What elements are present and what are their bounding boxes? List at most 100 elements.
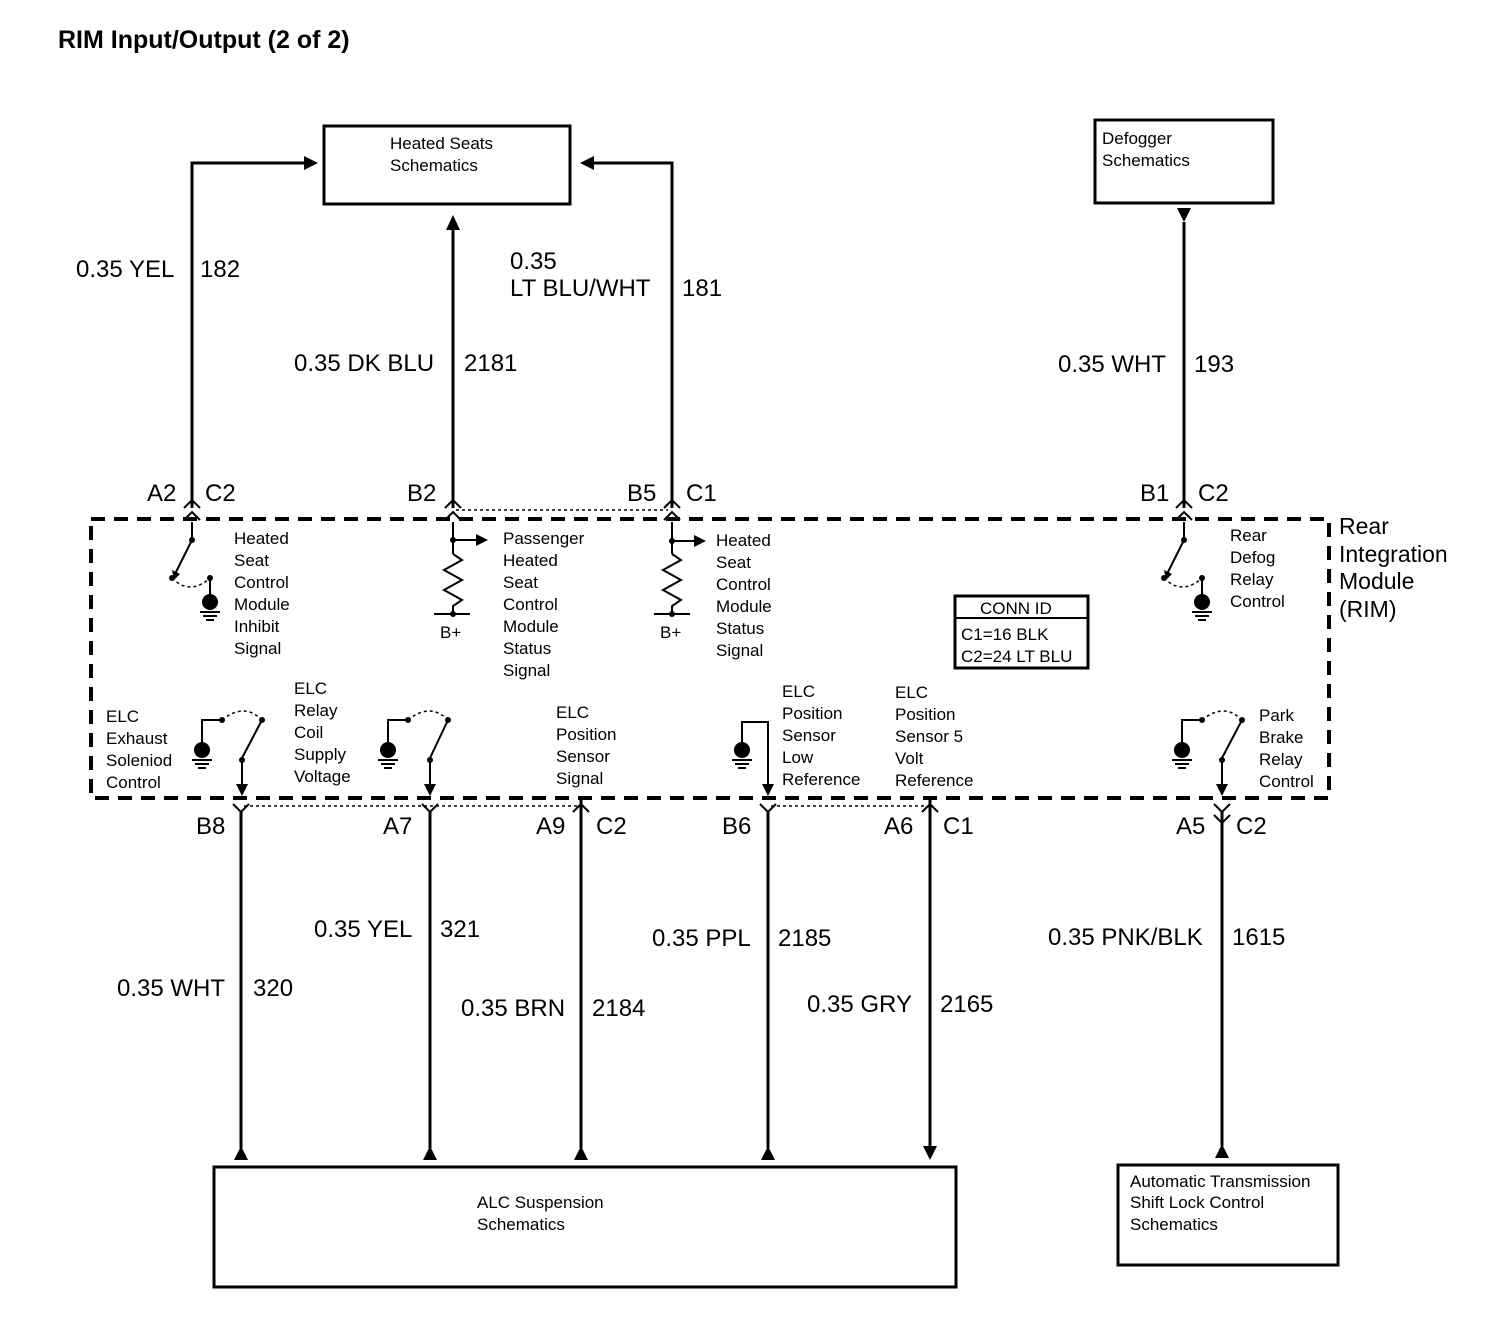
- svg-text:Relay: Relay: [1230, 570, 1274, 589]
- park-brake-label: Park Brake Relay Control: [1259, 706, 1314, 791]
- svg-text:Control: Control: [106, 773, 161, 792]
- seat-module-status-circuit: B+: [654, 522, 706, 642]
- svg-text:Coil: Coil: [294, 723, 323, 742]
- svg-text:A9: A9: [536, 813, 565, 840]
- wire-182: 0.35 YEL 182 A2 C2: [76, 156, 318, 521]
- svg-text:321: 321: [440, 916, 480, 943]
- rim-module-label: Rear Integration Module (RIM): [1339, 513, 1448, 622]
- svg-text:Module: Module: [716, 597, 772, 616]
- svg-text:Signal: Signal: [716, 641, 763, 660]
- svg-text:Reference: Reference: [782, 770, 860, 789]
- svg-text:Signal: Signal: [234, 639, 281, 658]
- wire-2181: 0.35 DK BLU 2181 B2: [294, 215, 517, 521]
- relay-coil-label: ELC Relay Coil Supply Voltage: [294, 679, 351, 786]
- svg-text:320: 320: [253, 975, 293, 1002]
- svg-text:Relay: Relay: [1259, 750, 1303, 769]
- page-title: RIM Input/Output (2 of 2): [58, 26, 350, 54]
- svg-text:Control: Control: [1230, 592, 1285, 611]
- svg-text:0.35 DK BLU: 0.35 DK BLU: [294, 350, 434, 377]
- svg-text:181: 181: [682, 275, 722, 302]
- svg-text:Heated: Heated: [716, 531, 771, 550]
- svg-text:Supply: Supply: [294, 745, 346, 764]
- svg-text:C2=24 LT BLU: C2=24 LT BLU: [961, 647, 1072, 666]
- inhibit-switch-circuit: [169, 522, 221, 621]
- svg-text:Position: Position: [782, 704, 842, 723]
- svg-text:Status: Status: [503, 639, 551, 658]
- low-reference-circuit: [731, 721, 774, 796]
- svg-text:C2: C2: [596, 813, 627, 840]
- svg-text:2185: 2185: [778, 925, 831, 952]
- defog-relay-switch-circuit: [1161, 522, 1213, 621]
- svg-text:Sensor: Sensor: [782, 726, 836, 745]
- svg-text:ELC: ELC: [556, 703, 589, 722]
- svg-text:Passenger: Passenger: [503, 529, 585, 548]
- svg-text:0.35 WHT: 0.35 WHT: [1058, 351, 1166, 378]
- position-sensor-signal-label: ELC Position Sensor Signal: [556, 703, 616, 788]
- exhaust-solenoid-label: ELC Exhaust Soleniod Control: [106, 707, 172, 792]
- svg-text:Signal: Signal: [556, 769, 603, 788]
- svg-text:Defogger: Defogger: [1102, 129, 1172, 148]
- svg-text:0.35 YEL: 0.35 YEL: [76, 256, 174, 283]
- svg-text:B6: B6: [722, 813, 751, 840]
- svg-text:A7: A7: [383, 813, 412, 840]
- svg-text:Voltage: Voltage: [294, 767, 351, 786]
- wire-181: 0.35 LT BLU/WHT 181 B5 C1: [510, 156, 722, 521]
- svg-text:193: 193: [1194, 351, 1234, 378]
- svg-text:Exhaust: Exhaust: [106, 729, 168, 748]
- svg-text:Control: Control: [234, 573, 289, 592]
- svg-text:Automatic Transmission: Automatic Transmission: [1130, 1172, 1310, 1191]
- svg-text:Defog: Defog: [1230, 548, 1275, 567]
- svg-text:Module: Module: [1339, 568, 1414, 594]
- svg-text:B1: B1: [1140, 480, 1169, 507]
- relay-coil-switch-circuit: [377, 710, 451, 796]
- passenger-status-circuit: B+: [434, 522, 488, 642]
- svg-text:Reference: Reference: [895, 771, 973, 790]
- svg-text:2181: 2181: [464, 350, 517, 377]
- svg-text:C1: C1: [686, 480, 717, 507]
- transmission-shift-lock-box: Automatic Transmission Shift Lock Contro…: [1116, 1163, 1340, 1267]
- heated-seats-box: Heated Seats Schematics: [322, 124, 572, 206]
- svg-text:C1=16 BLK: C1=16 BLK: [961, 625, 1049, 644]
- wire-2185: 0.35 PPL 2185 B6: [652, 803, 831, 1160]
- svg-text:0.35 YEL: 0.35 YEL: [314, 916, 412, 943]
- svg-text:Low: Low: [782, 748, 814, 767]
- svg-text:Brake: Brake: [1259, 728, 1303, 747]
- svg-text:A6: A6: [884, 813, 913, 840]
- svg-text:0.35 PNK/BLK: 0.35 PNK/BLK: [1048, 924, 1203, 951]
- conn-id-box: CONN ID C1=16 BLK C2=24 LT BLU: [953, 594, 1090, 670]
- svg-text:Park: Park: [1259, 706, 1294, 725]
- svg-text:Shift Lock Control: Shift Lock Control: [1130, 1193, 1264, 1212]
- svg-text:ELC: ELC: [294, 679, 327, 698]
- svg-text:Position: Position: [556, 725, 616, 744]
- wire-2165: 0.35 GRY 2165 A6 C1: [807, 800, 993, 1160]
- svg-text:Heated: Heated: [234, 529, 289, 548]
- svg-text:Sensor: Sensor: [556, 747, 610, 766]
- svg-text:Soleniod: Soleniod: [106, 751, 172, 770]
- svg-text:CONN ID: CONN ID: [980, 599, 1052, 618]
- svg-text:Schematics: Schematics: [477, 1215, 565, 1234]
- svg-text:182: 182: [200, 256, 240, 283]
- svg-text:0.35 PPL: 0.35 PPL: [652, 925, 751, 952]
- svg-text:0.35 GRY: 0.35 GRY: [807, 991, 912, 1018]
- svg-text:ALC Suspension: ALC Suspension: [477, 1193, 604, 1212]
- svg-text:B+: B+: [660, 623, 681, 642]
- svg-text:Schematics: Schematics: [1102, 151, 1190, 170]
- svg-text:Rear: Rear: [1230, 526, 1267, 545]
- svg-text:Integration: Integration: [1339, 541, 1448, 567]
- wire-193: 0.35 WHT 193 B1 C2: [1058, 208, 1234, 521]
- svg-text:Signal: Signal: [503, 661, 550, 680]
- alc-suspension-box: ALC Suspension Schematics: [212, 1165, 958, 1289]
- svg-text:Schematics: Schematics: [1130, 1215, 1218, 1234]
- svg-text:0.35 WHT: 0.35 WHT: [117, 975, 225, 1002]
- svg-text:B+: B+: [440, 623, 461, 642]
- svg-text:(RIM): (RIM): [1339, 596, 1396, 622]
- rim-module-boundary: [89, 517, 1331, 800]
- svg-text:C2: C2: [1198, 480, 1229, 507]
- svg-text:B2: B2: [407, 480, 436, 507]
- svg-text:ELC: ELC: [895, 683, 928, 702]
- svg-text:C2: C2: [1236, 813, 1267, 840]
- svg-text:Heated Seats: Heated Seats: [390, 134, 493, 153]
- svg-text:Control: Control: [1259, 772, 1314, 791]
- svg-text:Position: Position: [895, 705, 955, 724]
